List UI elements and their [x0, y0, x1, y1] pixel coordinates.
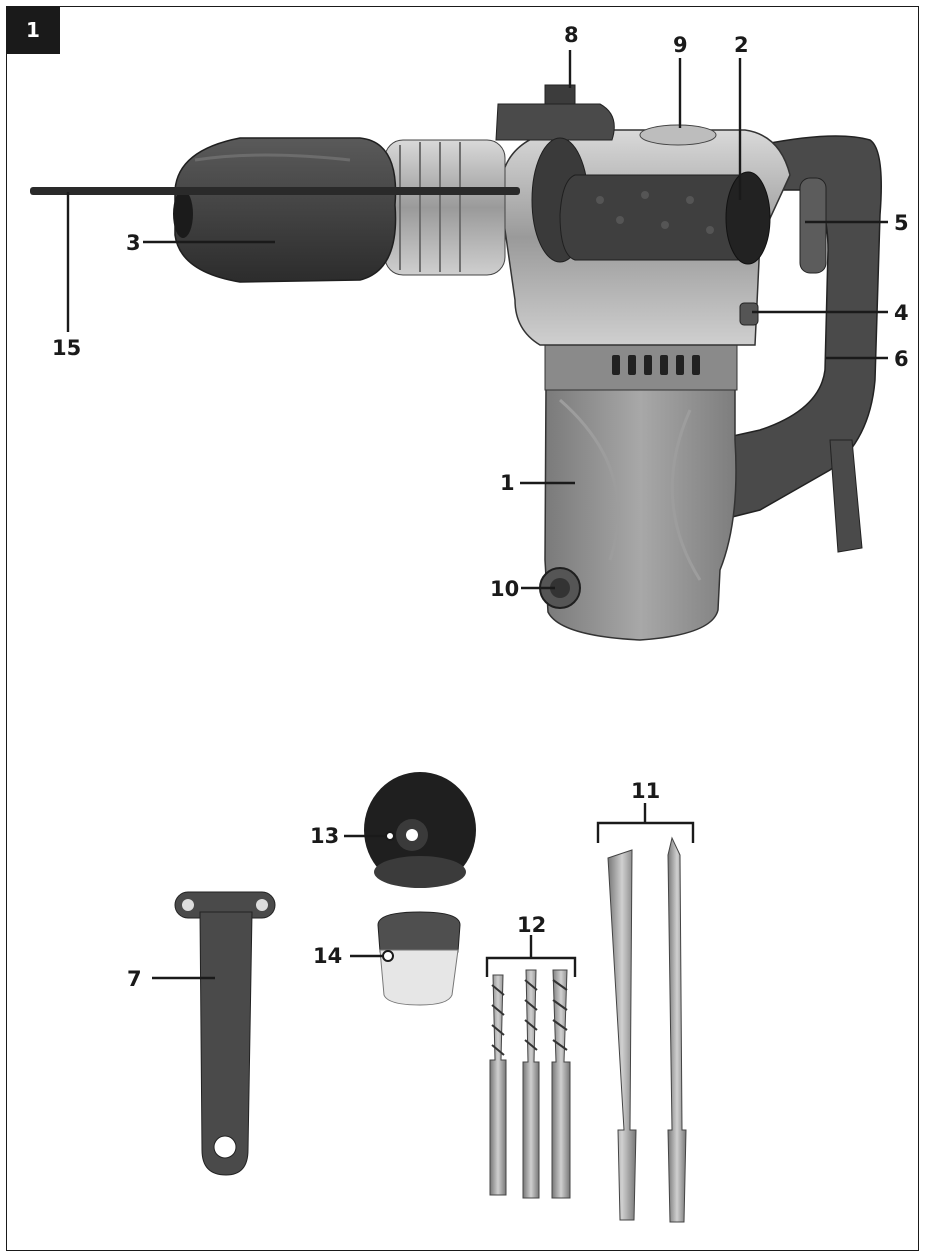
drill-bit: [30, 187, 520, 195]
callout-13: 13: [310, 824, 339, 848]
cord-sleeve: [829, 439, 863, 553]
hammer-drill: [30, 84, 882, 641]
top-cap: [639, 124, 717, 146]
motor-housing: [544, 384, 737, 641]
figure-frame: [6, 6, 919, 1251]
dust-cap: [364, 772, 476, 888]
callout-10: 10: [490, 577, 519, 601]
callout-11: 11: [631, 779, 660, 803]
callout-15: 15: [52, 336, 81, 360]
callout-5: 5: [894, 211, 909, 235]
callout-14: 14: [313, 944, 342, 968]
leader-lines: [66, 50, 888, 980]
callout-8: 8: [564, 23, 579, 47]
callout-labels: 1 2 3 4 5 6 7 8 9 10 11 12 13 14 15: [52, 23, 909, 991]
trigger: [799, 177, 827, 274]
drill-bits-set: [489, 969, 571, 1199]
callout-12: 12: [517, 913, 546, 937]
callout-6: 6: [894, 347, 909, 371]
chuck: [174, 137, 397, 283]
callout-9: 9: [673, 33, 688, 57]
figure-number-badge: 1: [6, 6, 60, 54]
speed-wheel: [739, 302, 759, 326]
chisels-set: [607, 836, 687, 1223]
callout-2: 2: [734, 33, 749, 57]
chuck-collar: [384, 139, 506, 276]
callout-4: 4: [894, 301, 909, 325]
chuck-wrench: [174, 891, 276, 1176]
callout-7: 7: [127, 967, 142, 991]
chuck-adapter: [377, 911, 461, 1006]
vent-band: [544, 339, 738, 391]
callout-3: 3: [126, 231, 141, 255]
callout-1: 1: [500, 471, 515, 495]
